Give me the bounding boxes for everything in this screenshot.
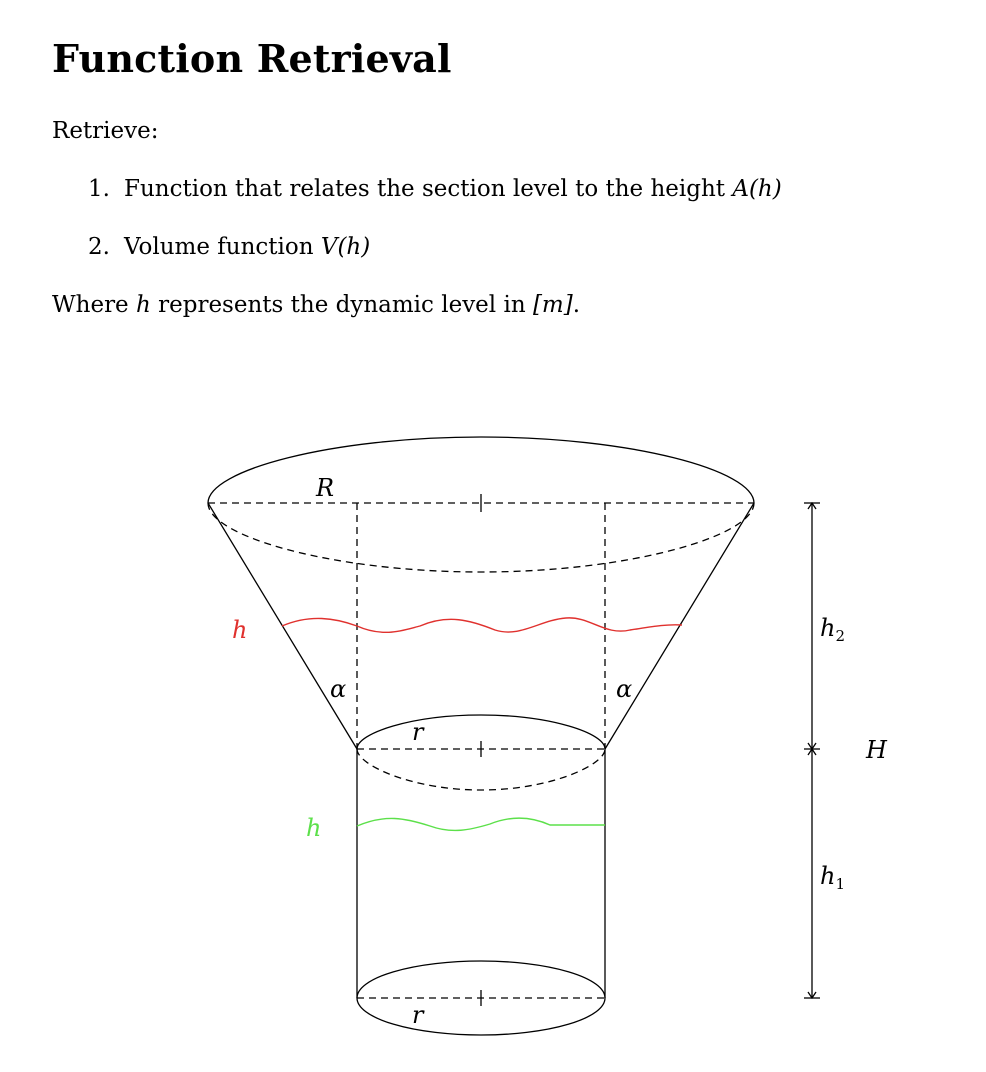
joint-ellipse-back (356, 714, 606, 750)
frustum-top-rim-front (207, 502, 755, 573)
label-r-bottom: r (412, 1001, 425, 1029)
where-var: h (135, 292, 151, 318)
where-prefix: Where (52, 292, 136, 318)
label-h1: h1 (820, 862, 845, 893)
label-h2: h2 (820, 614, 845, 645)
label-h1-base: h (820, 862, 835, 890)
label-alpha-left: α (330, 675, 346, 703)
label-h-upper: h (232, 616, 247, 644)
task-number: 2. (88, 234, 110, 260)
task-text: Volume function (124, 234, 321, 260)
dimension-arrow-bottom (807, 991, 817, 1000)
joint-ellipse-front (356, 748, 606, 791)
task-list: 1. Function that relates the section leve… (88, 174, 782, 290)
label-h2-base: h (820, 614, 835, 642)
label-h-lower: h (306, 814, 321, 842)
task-math: V(h) (320, 234, 371, 260)
task-item-1: 1. Function that relates the section leve… (88, 174, 782, 204)
where-unit: [m] (532, 292, 573, 318)
task-math: A(h) (732, 176, 782, 202)
water-surface-lower (356, 817, 605, 832)
task-item-2: 2. Volume function V(h) (88, 232, 782, 262)
frustum-top-rim-back (207, 436, 755, 504)
where-sentence: Where h represents the dynamic level in … (52, 290, 580, 320)
dimension-arrow-mid-down (807, 747, 817, 756)
task-text: Function that relates the section level … (124, 176, 733, 202)
task-number: 1. (88, 176, 110, 202)
label-h2-subscript: 2 (835, 627, 845, 645)
dimension-arrow-top (807, 501, 817, 510)
label-r-top: r (412, 718, 425, 746)
label-alpha-right: α (616, 675, 632, 703)
label-H: H (865, 736, 888, 764)
frustum-right-side (604, 502, 755, 750)
where-middle: represents the dynamic level in (150, 292, 533, 318)
intro-text: Retrieve: (52, 118, 159, 144)
where-suffix: . (572, 292, 581, 318)
label-h1-subscript: 1 (835, 875, 845, 893)
water-surface-upper (281, 617, 683, 633)
page-title: Function Retrieval (52, 36, 452, 81)
label-R: R (315, 474, 334, 502)
